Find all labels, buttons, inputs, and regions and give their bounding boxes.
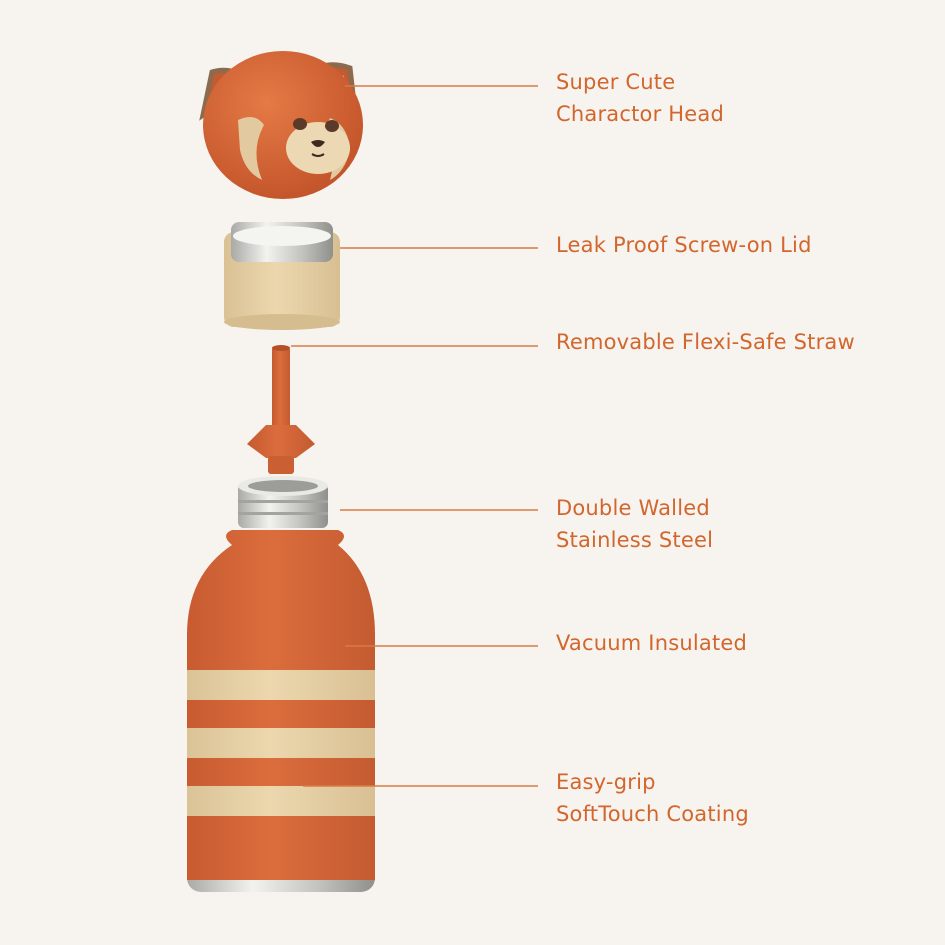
callout-line: Easy-grip: [556, 770, 656, 794]
callout-lid: Leak Proof Screw-on Lid: [556, 229, 812, 261]
callout-line: Stainless Steel: [556, 528, 714, 552]
stripe: [187, 786, 375, 816]
callout-line: Double Walled: [556, 496, 710, 520]
leader-lines: [291, 85, 538, 787]
callout-line: Vacuum Insulated: [556, 631, 748, 655]
character-head: [199, 51, 363, 199]
screw-on-lid: [224, 222, 340, 330]
callout-line: Removable Flexi-Safe Straw: [556, 330, 855, 354]
callout-character-head: Super Cute Charactor Head: [556, 66, 724, 130]
callout-stainless-steel: Double Walled Stainless Steel: [556, 492, 713, 556]
stripe: [187, 670, 375, 700]
callout-line: Super Cute: [556, 70, 676, 94]
flexi-straw: [247, 345, 315, 474]
callout-line: Leak Proof Screw-on Lid: [556, 233, 812, 257]
callout-straw: Removable Flexi-Safe Straw: [556, 326, 855, 358]
callout-line: Charactor Head: [556, 102, 724, 126]
bottle-body: [187, 530, 375, 892]
stripe: [187, 728, 375, 758]
bottle-neck: [238, 476, 328, 528]
callout-line: SoftTouch Coating: [556, 802, 749, 826]
callout-vacuum: Vacuum Insulated: [556, 627, 747, 659]
callout-coating: Easy-grip SoftTouch Coating: [556, 766, 749, 830]
